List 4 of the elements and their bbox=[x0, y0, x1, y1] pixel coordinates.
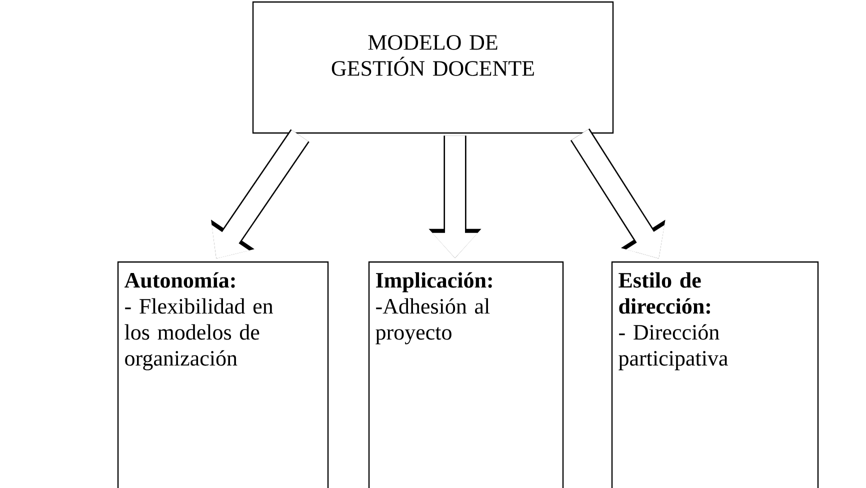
text-box: Estilo de dirección: - Dirección participativa bbox=[611, 261, 819, 488]
title-box: MODELO DE GESTIÓN DOCENTE bbox=[252, 1, 614, 134]
text-box: Implicación: -Adhesión al proyecto bbox=[368, 261, 564, 488]
text-box: Autonomía: - Flexibilidad en los modelos de organización bbox=[117, 261, 329, 488]
